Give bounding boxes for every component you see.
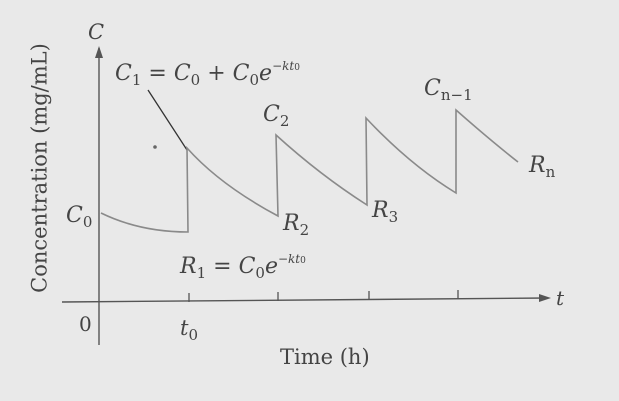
x-axis	[61, 297, 549, 303]
label-cn-minus-1: Cn−1	[424, 76, 473, 104]
label-r2: R2	[283, 211, 310, 239]
label-r3: R3	[372, 198, 399, 226]
label-r1-formula: R1 = C0e−kt0	[180, 252, 306, 282]
concentration-curve	[100, 108, 519, 233]
x-axis-arrowhead	[539, 294, 551, 302]
c1-pointer-line	[147, 89, 188, 151]
x-axis-title: Time (h)	[280, 345, 370, 369]
label-t0: t0	[180, 316, 198, 344]
stray-mark	[153, 145, 157, 149]
label-c1-formula: C1 = C0 + C0e−kt0	[115, 59, 300, 89]
label-c0: C0	[66, 203, 93, 231]
y-axis-title: Concentration (mg/mL)	[27, 43, 52, 293]
x-axis-symbol: t	[556, 286, 565, 310]
y-axis-arrowhead	[95, 46, 103, 58]
origin-label: 0	[79, 312, 92, 336]
y-axis-symbol: C	[88, 20, 105, 44]
label-c2: C2	[263, 102, 290, 130]
label-rn: Rn	[529, 153, 556, 181]
